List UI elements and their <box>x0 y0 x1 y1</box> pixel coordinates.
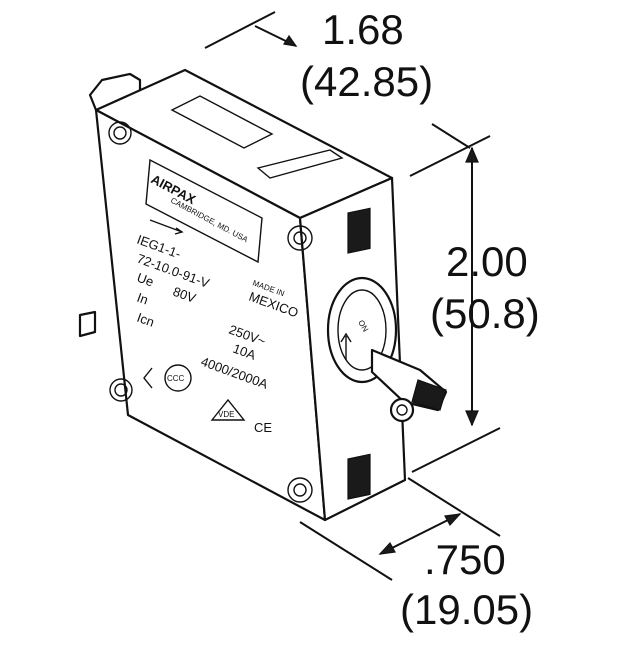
height-arrowhead-top-icon <box>465 146 479 163</box>
width-dim-inch: 1.68 <box>322 6 404 53</box>
mount-hole-bottom-right <box>287 477 313 503</box>
depth-dimension-line <box>379 513 461 555</box>
rocker-switch: ON <box>326 276 448 423</box>
side-lug <box>78 310 97 338</box>
height-dim-inch: 2.00 <box>446 238 528 285</box>
lever-pivot-inner <box>396 404 408 416</box>
height-dim-mm: (50.8) <box>430 290 540 337</box>
depth-dim-mm: (19.05) <box>400 586 533 633</box>
in-label: In <box>135 290 150 308</box>
mount-hole-bottom-left <box>109 378 133 402</box>
width-dim-mm: (42.85) <box>300 58 433 105</box>
height-top-extension <box>409 135 491 177</box>
terminal-bottom <box>347 453 371 500</box>
ce-mark: CE <box>254 420 272 435</box>
width-dimension: 1.68 (42.85) <box>204 6 433 105</box>
ue-label: Ue <box>135 270 156 290</box>
depth-arrowhead-left-icon <box>378 541 396 555</box>
label-arrow-top-head <box>174 227 184 235</box>
mount-hole-top-left <box>108 121 132 145</box>
switch-up-arrow-icon <box>340 332 352 360</box>
depth-dim-inch: .750 <box>424 536 506 583</box>
switch-recess <box>337 289 387 371</box>
mount-hole-bottom-right-inner <box>293 483 307 497</box>
vde-mark-text: VDE <box>218 410 234 419</box>
ccc-arrow-icon <box>143 367 153 389</box>
brand-plate-border <box>145 158 263 264</box>
width-extension-line <box>204 11 276 49</box>
height-bottom-extension <box>411 427 501 473</box>
depth-extension-left <box>299 521 393 581</box>
height-top-leader <box>431 123 471 149</box>
height-dimension: 2.00 (50.8) <box>409 123 540 473</box>
top-slot <box>170 95 274 149</box>
mount-hole-top-right-inner <box>293 231 307 245</box>
height-arrowhead-bottom-icon <box>465 410 479 427</box>
depth-dimension: .750 (19.05) <box>299 477 533 633</box>
label-arrow-top <box>149 219 183 233</box>
top-ridge <box>256 149 344 179</box>
icn-label: Icn <box>135 310 156 330</box>
mount-hole-bottom-left-inner <box>114 383 128 397</box>
terminal-top <box>347 207 371 254</box>
depth-extension-right <box>407 477 501 537</box>
certification-marks: CCC VDE CE <box>143 364 272 435</box>
width-arrowhead-icon <box>283 34 298 47</box>
ccc-mark-icon <box>164 364 192 392</box>
mount-hole-top-left-inner <box>113 126 127 140</box>
depth-arrowhead-right-icon <box>444 513 462 527</box>
lever-pivot <box>389 397 415 423</box>
mount-hole-top-right <box>287 225 313 251</box>
ccc-mark-text: CCC <box>167 374 185 383</box>
vde-mark-icon <box>210 398 246 421</box>
switch-lever-tip <box>411 379 447 411</box>
